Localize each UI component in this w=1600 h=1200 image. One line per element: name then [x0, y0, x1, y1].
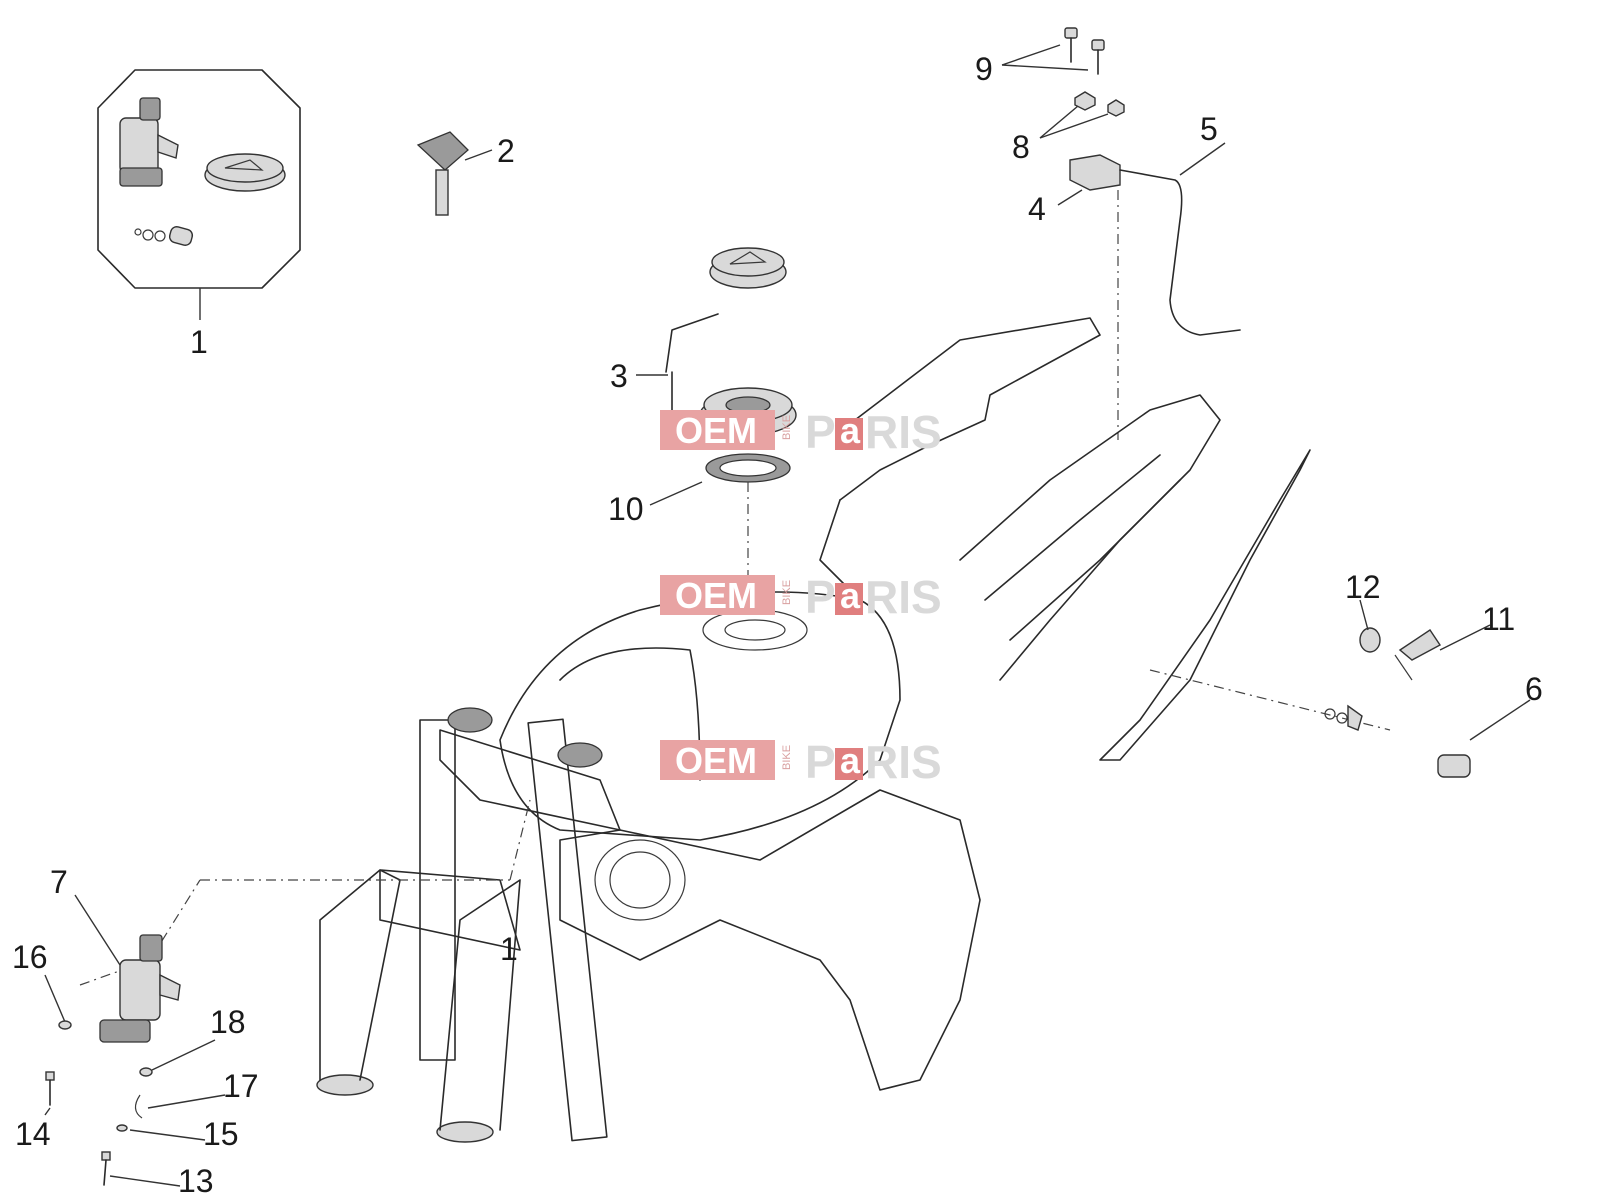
callout-12: 12 — [1345, 569, 1381, 605]
callout-7: 7 — [50, 864, 68, 900]
svg-text:BIKE: BIKE — [781, 745, 793, 770]
callout-8: 8 — [1012, 129, 1030, 165]
svg-text:RIS: RIS — [865, 406, 942, 458]
kit-fuel-cap-icon — [204, 153, 286, 192]
svg-text:OEM: OEM — [675, 410, 757, 451]
svg-text:RIS: RIS — [865, 571, 942, 623]
callout-1: 1 — [190, 324, 208, 360]
lock-kit-group — [97, 69, 301, 320]
callout-labels: 1 1 2 3 4 5 6 7 8 9 10 11 12 13 14 15 16… — [12, 51, 1543, 1199]
seat-lock-parts — [1001, 27, 1241, 440]
watermark-middle: OEM BIKE P a RIS — [660, 571, 942, 623]
svg-text:a: a — [840, 740, 861, 781]
svg-text:RIS: RIS — [865, 736, 942, 788]
watermark-bottom: OEM BIKE P a RIS — [660, 736, 942, 788]
callout-1-lower: 1 — [500, 931, 518, 967]
svg-text:BIKE: BIKE — [781, 580, 793, 605]
callout-9: 9 — [975, 51, 993, 87]
kit-ignition-lock-icon — [119, 97, 179, 187]
ignition-lock-parts — [44, 894, 226, 1187]
seat-lock-cylinder-parts — [1324, 599, 1531, 778]
callout-6: 6 — [1525, 671, 1543, 707]
callout-14: 14 — [15, 1116, 51, 1152]
svg-text:OEM: OEM — [675, 575, 757, 616]
svg-text:a: a — [840, 410, 861, 451]
svg-text:P: P — [805, 406, 836, 458]
callout-16: 16 — [12, 939, 48, 975]
callout-11: 11 — [1482, 601, 1515, 637]
svg-text:P: P — [805, 736, 836, 788]
watermark-top: OEM BIKE P a RIS — [660, 406, 942, 458]
callout-2: 2 — [497, 133, 515, 169]
svg-text:BIKE: BIKE — [781, 415, 793, 440]
callout-4: 4 — [1028, 191, 1046, 227]
callout-18: 18 — [210, 1004, 246, 1040]
callout-5: 5 — [1200, 111, 1218, 147]
motorcycle-frame-drawing — [79, 317, 1391, 1143]
svg-text:OEM: OEM — [675, 740, 757, 781]
callout-3: 3 — [610, 358, 628, 394]
callout-10: 10 — [608, 491, 644, 527]
key-icon — [416, 131, 493, 216]
callout-15: 15 — [203, 1116, 239, 1152]
svg-text:P: P — [805, 571, 836, 623]
callout-17: 17 — [223, 1068, 259, 1104]
callout-13: 13 — [178, 1163, 214, 1199]
fuel-cap-gasket — [649, 453, 791, 600]
svg-text:a: a — [840, 575, 861, 616]
kit-small-lock-parts-icon — [134, 226, 194, 246]
